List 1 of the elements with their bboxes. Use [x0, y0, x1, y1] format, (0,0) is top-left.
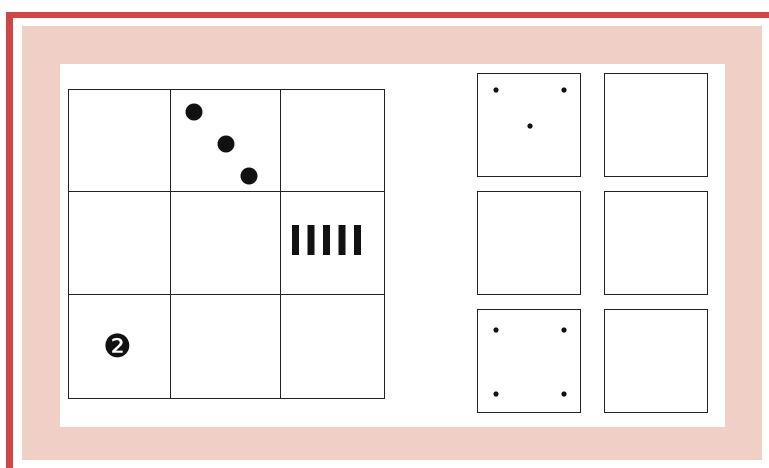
number-glyph: ❷ — [103, 330, 132, 362]
